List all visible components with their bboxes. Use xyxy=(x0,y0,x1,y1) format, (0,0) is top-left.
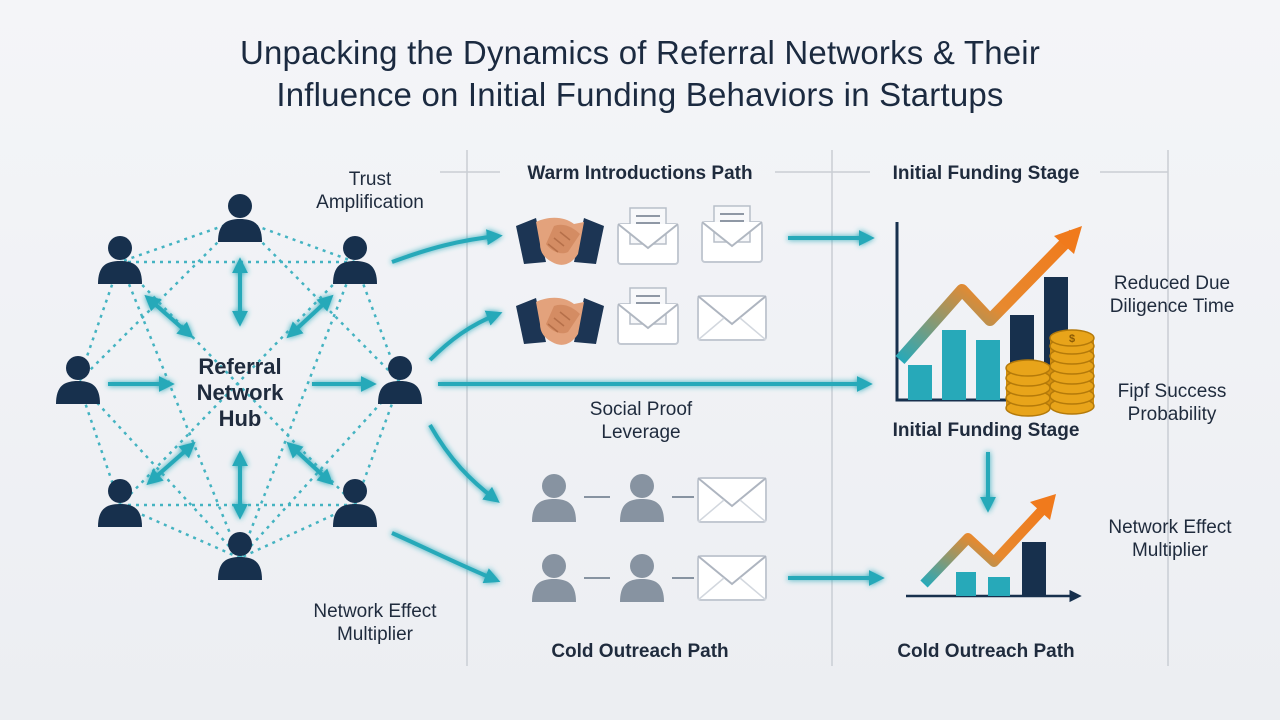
person-icon xyxy=(56,356,100,404)
hub-label-line-3: Hub xyxy=(218,406,262,431)
hub-label: Referral Network Hub xyxy=(170,354,310,432)
person-icon xyxy=(218,532,262,580)
envelope-icon xyxy=(697,295,767,341)
reduced-due-diligence-label: Reduced Due Diligence Time xyxy=(1109,273,1235,317)
network-effect-label-right: Network Effect Multiplier xyxy=(1108,517,1232,561)
coin-stack-icon: $ xyxy=(1005,329,1095,417)
person-icon xyxy=(620,474,664,522)
person-icon xyxy=(378,356,422,404)
hub-label-line-2: Network xyxy=(196,380,284,405)
envelope-icon xyxy=(697,555,767,601)
social-proof-label: Social Proof Leverage xyxy=(589,399,693,443)
network-effect-label-left: Network Effect Multiplier xyxy=(313,601,437,645)
warm-path-icons xyxy=(515,205,767,346)
envelope-icon xyxy=(701,205,763,263)
title-line-1: Unpacking the Dynamics of Referral Netwo… xyxy=(239,34,1041,71)
envelope-icon xyxy=(617,207,679,265)
network-arrows xyxy=(108,257,377,520)
trust-amplification-label: Trust Amplification xyxy=(316,169,424,213)
person-icon xyxy=(218,194,262,242)
person-icon xyxy=(333,479,377,527)
flow-arrows xyxy=(391,229,996,586)
person-icon xyxy=(620,554,664,602)
svg-text:$: $ xyxy=(1069,333,1075,345)
success-probability-label: Fipf Success Probability xyxy=(1117,381,1227,425)
page-title: Unpacking the Dynamics of Referral Netwo… xyxy=(0,32,1280,116)
title-line-2: Influence on Initial Funding Behaviors i… xyxy=(276,76,1004,113)
person-icon xyxy=(532,474,576,522)
hub-label-line-1: Referral xyxy=(198,354,282,379)
growth-chart-icon xyxy=(906,494,1082,603)
envelope-icon xyxy=(617,287,679,345)
funding-stage-heading-mid: Initial Funding Stage xyxy=(892,420,1080,441)
funding-stage-heading-top: Initial Funding Stage xyxy=(892,163,1080,184)
person-icon xyxy=(333,236,377,284)
cold-path-icons xyxy=(532,474,767,602)
cold-path-heading-mid: Cold Outreach Path xyxy=(551,641,729,662)
person-icon xyxy=(98,236,142,284)
handshake-icon xyxy=(515,296,605,346)
person-icon xyxy=(532,554,576,602)
cold-path-heading-right: Cold Outreach Path xyxy=(897,641,1075,662)
person-icon xyxy=(98,479,142,527)
warm-path-heading: Warm Introductions Path xyxy=(527,163,753,184)
handshake-icon xyxy=(515,216,605,266)
envelope-icon xyxy=(697,477,767,523)
